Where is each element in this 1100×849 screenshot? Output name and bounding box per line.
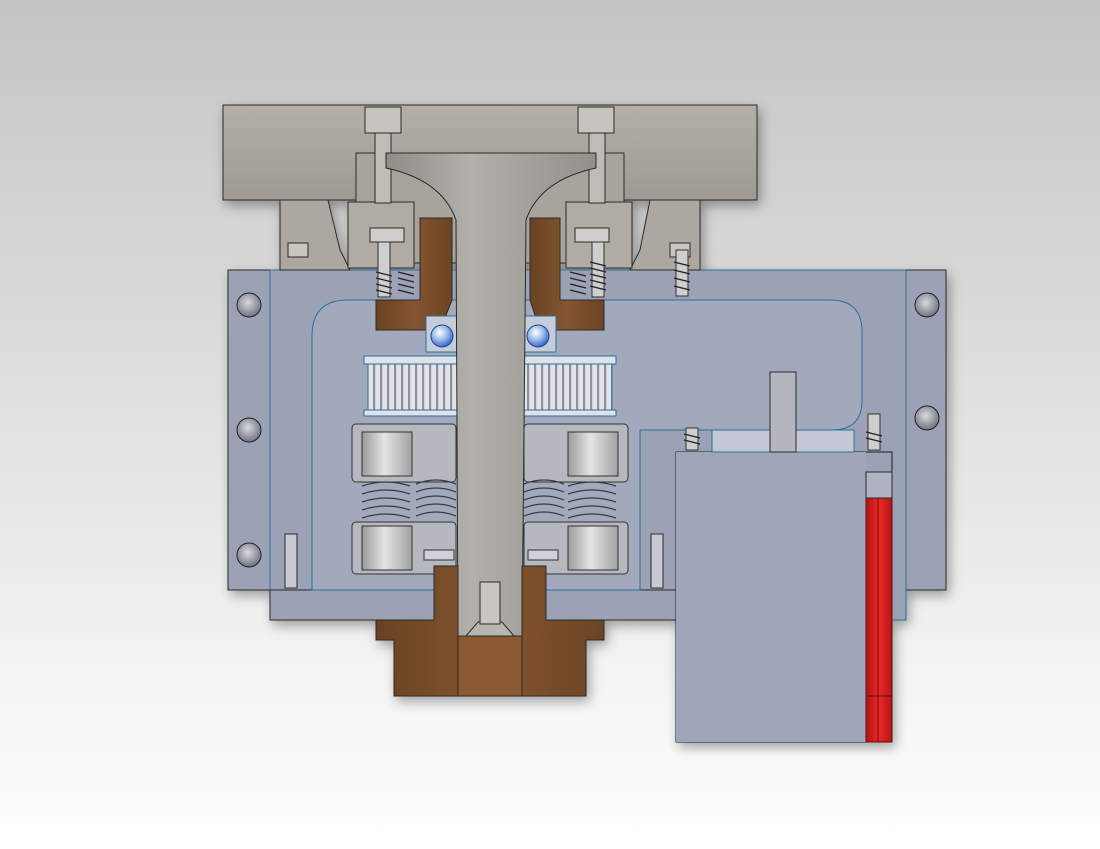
compression-spring[interactable] xyxy=(361,479,617,519)
guide-roller[interactable] xyxy=(351,423,629,575)
mounting-hole xyxy=(236,292,940,568)
motor-shaft[interactable] xyxy=(711,371,855,453)
dowel-pin xyxy=(284,533,298,589)
assembly xyxy=(222,104,947,743)
mounting-bolt xyxy=(364,106,615,243)
dowel-pin xyxy=(650,533,664,589)
upper-bushing[interactable] xyxy=(375,217,605,331)
ball-bearing[interactable] xyxy=(425,315,557,353)
motor-red-strip xyxy=(865,497,893,743)
side-motor[interactable] xyxy=(675,451,893,743)
lower-bushing[interactable] xyxy=(375,565,605,697)
thread-marks xyxy=(375,261,883,445)
